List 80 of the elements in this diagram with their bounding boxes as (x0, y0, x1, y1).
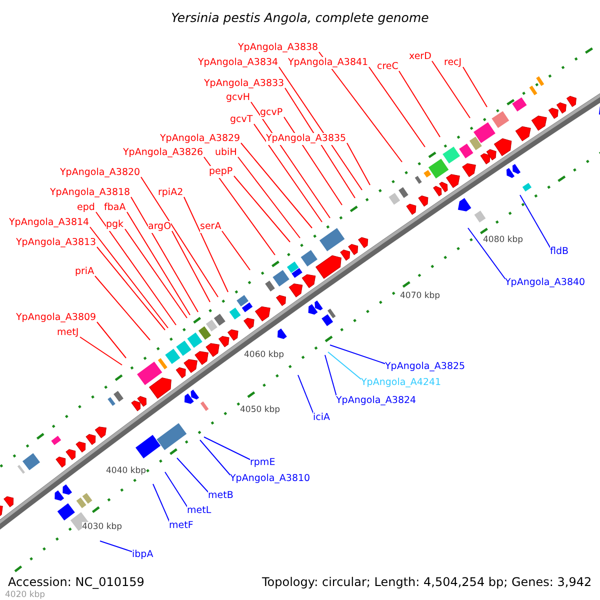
gene-label: serA (200, 221, 222, 233)
scale-label: 4080 kbp (483, 235, 524, 245)
gene-label: YpAngola_A3810 (230, 473, 310, 485)
leader-line (204, 156, 276, 256)
gene-label: rpiA2 (158, 187, 184, 199)
scale-label: 4070 kbp (400, 291, 440, 301)
leader-line (94, 276, 150, 340)
gene-label: YpAngola_A3818 (50, 187, 130, 199)
gene-label: gcvP (260, 107, 283, 119)
leader-line (96, 322, 126, 358)
gene-label: YpAngola_A3813 (16, 237, 96, 249)
leader-line (462, 66, 488, 108)
gene-label: gcvH (226, 92, 250, 104)
leader-line (368, 66, 426, 148)
gene-label: pgk (106, 219, 124, 231)
scale-label: 4030 kbp (82, 522, 122, 532)
scale-label: 4060 kbp (244, 350, 284, 360)
scale-label: 4050 kbp (240, 405, 280, 415)
gene-label: epd (77, 202, 95, 214)
gene-label: YpAngola_A3834 (198, 57, 278, 69)
footer-text: Accession: NC_010159 (8, 575, 144, 589)
leader-line (318, 52, 402, 162)
leader-line (298, 374, 314, 416)
leader-line (330, 344, 386, 364)
leader-line (432, 60, 470, 118)
gene-label: YpAngola_A3824 (336, 395, 416, 407)
leader-line (96, 212, 176, 326)
leader-line (140, 176, 218, 298)
leader-line (250, 102, 330, 218)
leader-line (468, 228, 506, 280)
gene-label: YpAngola_A3829 (160, 133, 240, 145)
gene-label: metJ (57, 327, 79, 339)
gene-label: YpAngola_A3814 (9, 217, 90, 229)
leader-line (398, 70, 440, 138)
leader-line (124, 228, 188, 318)
leader-line (176, 458, 210, 494)
gene-label: YpAngola_A3826 (123, 147, 204, 159)
gene-label: recJ (444, 57, 462, 69)
leader-line (96, 246, 166, 330)
gene-label: YpAngola_A3835 (266, 133, 346, 145)
gene-label: YpAngola_A3840 (505, 277, 586, 289)
gene-label: YpAngola_A3833 (204, 78, 284, 90)
leader-line (278, 66, 362, 190)
leader-line (238, 156, 300, 238)
footer-text: Topology: circular; Length: 4,504,254 bp; Genes: 3,942 (262, 575, 592, 589)
leader-line (130, 196, 198, 312)
gene-label: YpAngola_A3825 (385, 361, 466, 373)
leader-line (172, 230, 210, 302)
gene-label: YpAngola_A3820 (60, 167, 140, 179)
leader-line (520, 194, 552, 250)
leader-line (80, 336, 122, 366)
leader-line (328, 352, 362, 380)
gene-label: YpAngola_A3809 (16, 312, 96, 324)
leader-line (90, 226, 168, 328)
leader-line (126, 212, 190, 316)
gene-label: priA (75, 266, 94, 278)
gene-label: argO (148, 221, 172, 233)
gene-label: YpAngola_A4241 (361, 377, 442, 389)
gene-label: ibpA (132, 549, 154, 561)
gene-label: rpmE (250, 457, 276, 469)
gene-label: gcvT (230, 114, 253, 126)
leader-line (164, 472, 188, 508)
leader-line (184, 196, 228, 292)
leader-line (284, 116, 342, 206)
leader-line (204, 436, 252, 460)
leader-line (240, 142, 312, 228)
gene-label: pepP (209, 166, 233, 178)
title: Yersinia pestis Angola, complete genome (170, 10, 430, 26)
gene-label: YpAngola_A3841 (288, 57, 368, 69)
leader-line (254, 124, 322, 222)
scale-label: 4020 kbp (5, 590, 46, 600)
leader-line (100, 540, 134, 552)
leader-line (234, 176, 290, 242)
gene-label: YpAngola_A3838 (238, 42, 318, 54)
leader-line (222, 230, 250, 270)
leader-line (200, 440, 232, 476)
leader-line (346, 142, 370, 186)
leader-line (284, 88, 356, 198)
scale-label: 4040 kbp (106, 466, 146, 476)
leader-line (152, 484, 170, 524)
